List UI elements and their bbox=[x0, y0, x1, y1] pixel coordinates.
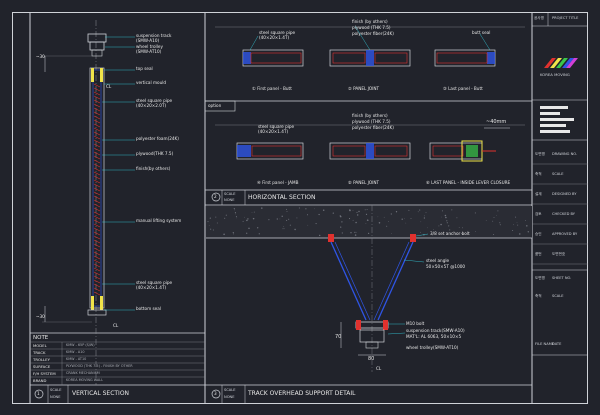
h2-label-pipe: steel square pipe bbox=[258, 124, 295, 129]
o-label-angle-size: 50×50×5T @1000 bbox=[426, 264, 466, 269]
note-value: KMW - 65P (S/W) bbox=[66, 343, 95, 347]
dim-70: 70 bbox=[335, 334, 342, 340]
h-caption-3: ③ Last panel - Butt bbox=[443, 86, 483, 91]
sec3-scale-val: NONE bbox=[224, 395, 235, 399]
sec2-scale-val: NONE bbox=[224, 198, 235, 202]
sec1-scale-val: NONE bbox=[50, 395, 61, 399]
tb-row-label: 축척 bbox=[535, 172, 542, 176]
note-value: PLYWOOD (THK 7.5) - FINISH BY OTHER bbox=[66, 364, 133, 368]
tb-row-label-en: SCALE bbox=[552, 172, 564, 176]
vertical-label: polyester foam(24K) bbox=[136, 136, 179, 141]
vertical-label: top seal bbox=[136, 66, 153, 71]
h2-label-pipe-size: (40×20×1.4T) bbox=[258, 129, 289, 134]
h-label-plywood: plywood (THK 7.5) bbox=[352, 25, 391, 30]
note-key: F/H SYSTEM bbox=[33, 371, 56, 376]
tb-sheet-label: SCALE bbox=[552, 294, 564, 298]
h-caption-6: ⑥ LAST PANEL - INSIDE LEVER CLOSURE bbox=[426, 180, 511, 185]
sec2-scale: SCALE bbox=[224, 192, 236, 196]
vertical-label: (SMW-A10) bbox=[136, 38, 160, 43]
o-label-anchor: 3/8 set anchor bolt bbox=[430, 231, 470, 236]
tb-row-label-en: DESIGNED BY bbox=[552, 192, 577, 196]
note-key: BRAND bbox=[33, 378, 47, 383]
tb-row-label: 도면명 bbox=[535, 152, 545, 156]
h-label-pipe-size: (40×20×1.4T) bbox=[259, 35, 290, 40]
tb-brand: KOREA MOVING bbox=[540, 72, 570, 77]
tb-row-label-en: DRAWING NO. bbox=[552, 152, 578, 156]
h2-label-polyester: polyester fiber(24K) bbox=[352, 125, 394, 130]
dim-bottom: ~30 bbox=[36, 314, 45, 319]
tb-top-label-0: 공사명 bbox=[534, 16, 544, 20]
h2-label-plywood: plywood (THK 7.5) bbox=[352, 119, 391, 124]
vertical-label: suspension track bbox=[136, 33, 172, 38]
tb-sheet-label: DATE bbox=[552, 342, 562, 346]
tb-row-label: 검토 bbox=[535, 212, 542, 216]
sec1-scale: SCALE bbox=[50, 388, 62, 392]
o-cl: CL bbox=[376, 366, 382, 371]
h-caption-5: ⑤ PANEL JOINT bbox=[348, 180, 380, 185]
note-key: TROLLEY bbox=[33, 357, 50, 362]
sec1-num: 1 bbox=[37, 391, 40, 396]
vertical-label: (40×20×1.4T) bbox=[136, 285, 167, 290]
vertical-label: bottom seal bbox=[136, 306, 161, 311]
vertical-label: (40×20×2.0T) bbox=[136, 103, 167, 108]
note-key: MODEL bbox=[33, 343, 47, 348]
tb-sheet-label: SHEET NO. bbox=[552, 276, 572, 280]
tb-sheet-label: 도면명 bbox=[535, 276, 545, 280]
sec1-title: VERTICAL SECTION bbox=[72, 390, 130, 397]
cl-top: CL bbox=[106, 84, 112, 89]
sec3-scale: SCALE bbox=[224, 388, 236, 392]
sec2-num: 2 bbox=[214, 194, 217, 199]
dim-80: 80 bbox=[368, 356, 375, 362]
note-key: SURFACE bbox=[33, 364, 51, 369]
vertical-label: (SMW-AT10) bbox=[136, 49, 162, 54]
o-label-bolt: M10 bolt bbox=[406, 321, 425, 326]
tb-sheet-label: FILE NAME bbox=[535, 342, 555, 346]
tb-sheet-label: 축척 bbox=[535, 294, 542, 298]
note-value: CRANK MECHANISM bbox=[66, 371, 100, 375]
o-label-matl: MAT'L: AL 6063, 50×10×5 bbox=[406, 334, 462, 339]
vertical-label: plywood(THK 7.5) bbox=[136, 151, 174, 156]
h-caption-1: ① First panel - Butt bbox=[252, 86, 292, 91]
tb-row-label: 설계 bbox=[535, 192, 542, 196]
h-label-butt-seal: butt seal bbox=[472, 30, 491, 35]
tb-row-label-en: 도면번호 bbox=[552, 252, 566, 256]
vertical-label: wheel trolley bbox=[136, 44, 163, 49]
tb-row-label-en: CHECKED BY bbox=[552, 212, 575, 216]
h-caption-4: ④ First panel - JAMB bbox=[257, 180, 299, 185]
o-label-trolley: wheel trolley(SMW-AT10) bbox=[406, 345, 459, 350]
tb-top-label-1: PROJECT TITLE bbox=[552, 16, 579, 20]
o-label-angle: steel angle bbox=[426, 258, 450, 263]
h-label-pipe: steel square pipe bbox=[259, 30, 296, 35]
sec2-title: HORIZONTAL SECTION bbox=[248, 194, 316, 201]
vertical-label: manual lifting system bbox=[136, 218, 182, 223]
dim-top: ~30 bbox=[36, 54, 45, 59]
tb-row-label: 승인 bbox=[535, 232, 542, 236]
sec3-title: TRACK OVERHEAD SUPPORT DETAIL bbox=[248, 390, 356, 397]
h2-label-finish: finish (by others) bbox=[352, 113, 388, 118]
vertical-label: steel square pipe bbox=[136, 280, 173, 285]
note-value: KMW - A10 bbox=[66, 350, 85, 354]
vertical-label: steel square pipe bbox=[136, 98, 173, 103]
vertical-label: finish(by others) bbox=[136, 166, 171, 171]
h-caption-2: ② PANEL JOINT bbox=[348, 86, 380, 91]
cl-bottom: CL bbox=[113, 323, 119, 328]
drawing-frame bbox=[12, 12, 588, 404]
note-title: NOTE bbox=[33, 335, 49, 341]
tb-row-label-en: APPROVED BY bbox=[552, 232, 578, 236]
h-label-polyester: polyester fiber(24K) bbox=[352, 31, 394, 36]
note-value: KOREA MOVING WALL bbox=[66, 378, 103, 382]
note-key: TRACK bbox=[33, 350, 46, 355]
dim-40mm: ~40mm bbox=[486, 119, 507, 125]
h-label-finish: finish (by others) bbox=[352, 19, 388, 24]
vertical-label: vertical mould bbox=[136, 80, 167, 85]
sec3-num: 3 bbox=[214, 391, 217, 396]
option-label: option bbox=[208, 103, 222, 108]
o-label-track: suspension track(SMW-A10) bbox=[406, 328, 465, 333]
tb-row-label: 품번 bbox=[535, 252, 542, 256]
note-value: KMW - AT10 bbox=[66, 357, 87, 361]
